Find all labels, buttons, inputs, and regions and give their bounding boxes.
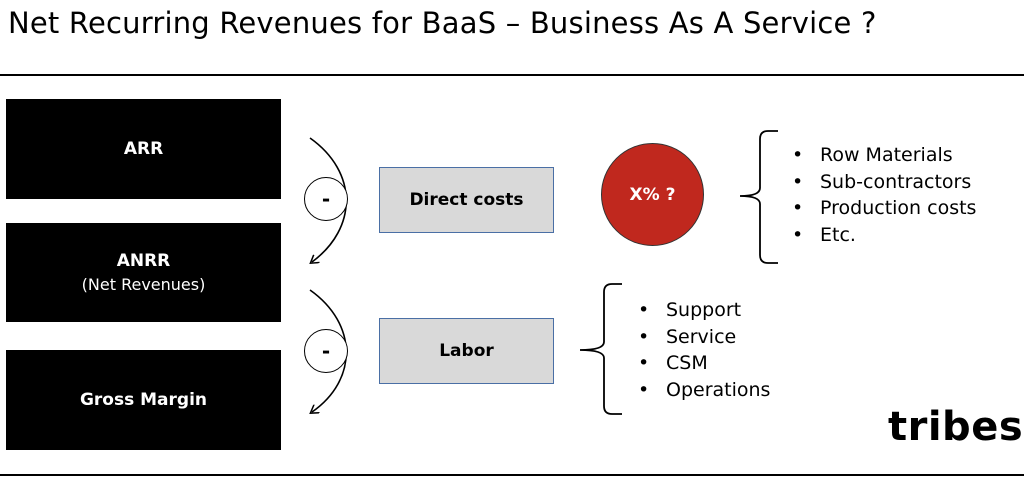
direct-costs-box: Direct costs: [379, 167, 554, 233]
top-divider: [0, 74, 1024, 76]
page-title: Net Recurring Revenues for BaaS – Busine…: [8, 6, 877, 40]
anrr-block: ANRR (Net Revenues): [6, 223, 281, 322]
minus-symbol: -: [321, 187, 331, 211]
anrr-sublabel: (Net Revenues): [81, 275, 206, 294]
gross-margin-block: Gross Margin: [6, 350, 281, 450]
list-item: Etc.: [792, 222, 976, 249]
gross-margin-label: Gross Margin: [79, 390, 208, 410]
labor-label: Labor: [439, 341, 494, 361]
list-item: Operations: [638, 377, 770, 404]
brace-labor: [579, 283, 622, 415]
bottom-divider: [0, 474, 1024, 476]
direct-costs-label: Direct costs: [409, 190, 524, 210]
list-item: Service: [638, 324, 770, 351]
list-item: Row Materials: [792, 142, 976, 169]
labor-box: Labor: [379, 318, 554, 384]
tribes-logo: tribes: [888, 404, 1024, 450]
minus-operator-bottom: -: [304, 329, 348, 373]
arr-block: ARR: [6, 99, 281, 199]
minus-symbol: -: [321, 339, 331, 363]
minus-operator-top: -: [304, 177, 348, 221]
list-item: Support: [638, 297, 770, 324]
list-item: Production costs: [792, 195, 976, 222]
direct-costs-list: Row Materials Sub-contractors Production…: [792, 142, 976, 248]
labor-list: Support Service CSM Operations: [638, 297, 770, 403]
list-item: CSM: [638, 350, 770, 377]
direct-costs-percentage-marker: X% ?: [601, 143, 704, 246]
list-item: Sub-contractors: [792, 169, 976, 196]
brace-direct-costs: [739, 130, 778, 264]
marker-label: X% ?: [629, 184, 676, 205]
anrr-label: ANRR: [116, 251, 171, 271]
arr-label: ARR: [123, 139, 164, 159]
